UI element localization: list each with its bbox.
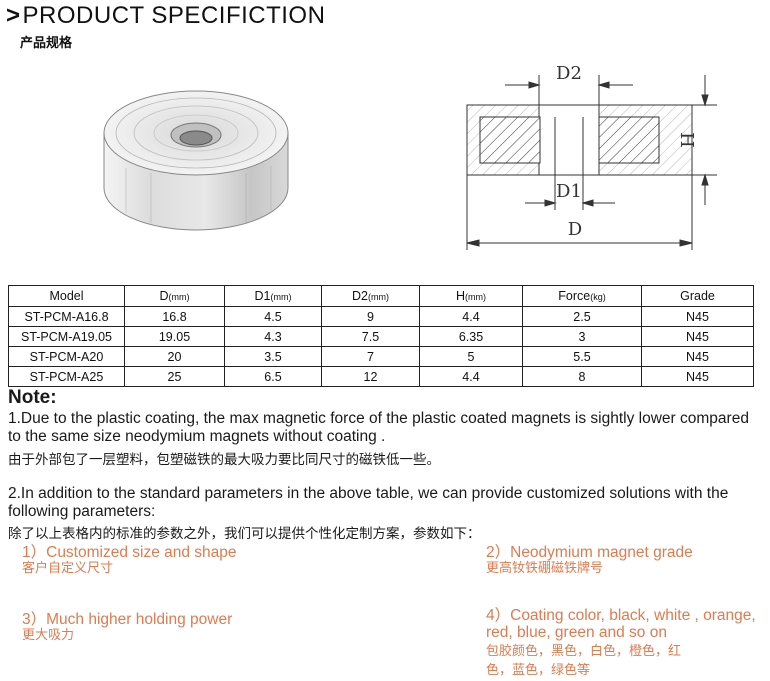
cell-d2: 9 xyxy=(321,306,420,327)
cell-grade: N45 xyxy=(641,306,754,327)
note2-en: 2.In addition to the standard parameters… xyxy=(8,485,729,520)
table-row: ST-PCM-A19.05 19.05 4.3 7.5 6.35 3 N45 xyxy=(8,326,754,347)
cell-d1: 3.5 xyxy=(224,346,322,367)
cell-force: 5.5 xyxy=(522,346,642,367)
note1-en: 1.Due to the plastic coating, the max ma… xyxy=(8,410,749,445)
cell-d2: 7 xyxy=(321,346,420,367)
label-d: D xyxy=(568,219,582,240)
col-d1: D1(mm) xyxy=(224,285,322,307)
label-h: H xyxy=(676,132,697,148)
cell-h: 4.4 xyxy=(419,306,523,327)
cell-h: 6.35 xyxy=(419,326,523,347)
cell-h: 5 xyxy=(419,346,523,367)
cell-force: 8 xyxy=(522,366,642,387)
table-header-row: Model D(mm) D1(mm) D2(mm) H(mm) Force(kg… xyxy=(8,285,754,307)
cell-d1: 6.5 xyxy=(224,366,322,387)
option-2-en: 2）Neodymium magnet grade xyxy=(486,544,693,561)
col-d2: D2(mm) xyxy=(321,285,420,307)
cell-h: 4.4 xyxy=(419,366,523,387)
cell-d: 20 xyxy=(124,346,225,367)
cell-model: ST-PCM-A16.8 xyxy=(8,306,125,327)
cell-d2: 12 xyxy=(321,366,420,387)
col-force: Force(kg) xyxy=(522,285,642,307)
col-h: H(mm) xyxy=(419,285,523,307)
cell-grade: N45 xyxy=(641,366,754,387)
cell-d: 25 xyxy=(124,366,225,387)
table-row: ST-PCM-A20 20 3.5 7 5 5.5 N45 xyxy=(8,346,754,367)
cell-d: 16.8 xyxy=(124,306,225,327)
product-photo xyxy=(103,90,289,231)
cell-d2: 7.5 xyxy=(321,326,420,347)
note2-cn: 除了以上表格内的标准的参数之外，我们可以提供个性化定制方案，参数如下： xyxy=(8,526,481,541)
note1-cn: 由于外部包了一层塑料，包塑磁铁的最大吸力要比同尺寸的磁铁低一些。 xyxy=(8,452,440,467)
page-subtitle: 产品规格 xyxy=(20,35,73,50)
cell-grade: N45 xyxy=(641,326,754,347)
note-heading: Note: xyxy=(8,387,57,408)
cell-model: ST-PCM-A25 xyxy=(8,366,125,387)
option-2-cn: 更高钕铁硼磁铁牌号 xyxy=(486,560,604,575)
option-3-cn: 更大吸力 xyxy=(22,627,75,642)
option-4-en: 4）Coating color, black, white , orange, … xyxy=(486,607,756,641)
label-d1: D1 xyxy=(556,181,582,202)
table-row: ST-PCM-A25 25 6.5 12 4.4 8 N45 xyxy=(8,366,754,387)
cell-d1: 4.3 xyxy=(224,326,322,347)
option-1-en: 1）Customized size and shape xyxy=(22,544,237,561)
page-title: >PRODUCT SPECIFICTION xyxy=(6,2,325,30)
cell-force: 2.5 xyxy=(522,306,642,327)
chevron-right-icon: > xyxy=(6,2,21,29)
table-row: ST-PCM-A16.8 16.8 4.5 9 4.4 2.5 N45 xyxy=(8,306,754,327)
title-text: PRODUCT SPECIFICTION xyxy=(22,2,326,29)
cell-d1: 4.5 xyxy=(224,306,322,327)
option-1-cn: 客户自定义尺寸 xyxy=(22,560,114,575)
cell-model: ST-PCM-A19.05 xyxy=(8,326,125,347)
label-d2: D2 xyxy=(556,63,582,84)
option-3-en: 3）Much higher holding power xyxy=(22,611,233,628)
col-model: Model xyxy=(8,285,125,307)
cell-model: ST-PCM-A20 xyxy=(8,346,125,367)
cell-force: 3 xyxy=(522,326,642,347)
cell-d: 19.05 xyxy=(124,326,225,347)
spec-table: Model D(mm) D1(mm) D2(mm) H(mm) Force(kg… xyxy=(8,285,754,387)
option-4-cn: 包胶颜色，黑色，白色，橙色，红色，蓝色，绿色等 xyxy=(486,643,682,677)
col-d: D(mm) xyxy=(124,285,225,307)
cross-section-drawing: D2 D1 D H xyxy=(466,63,717,250)
cell-grade: N45 xyxy=(641,346,754,367)
col-grade: Grade xyxy=(641,285,754,307)
